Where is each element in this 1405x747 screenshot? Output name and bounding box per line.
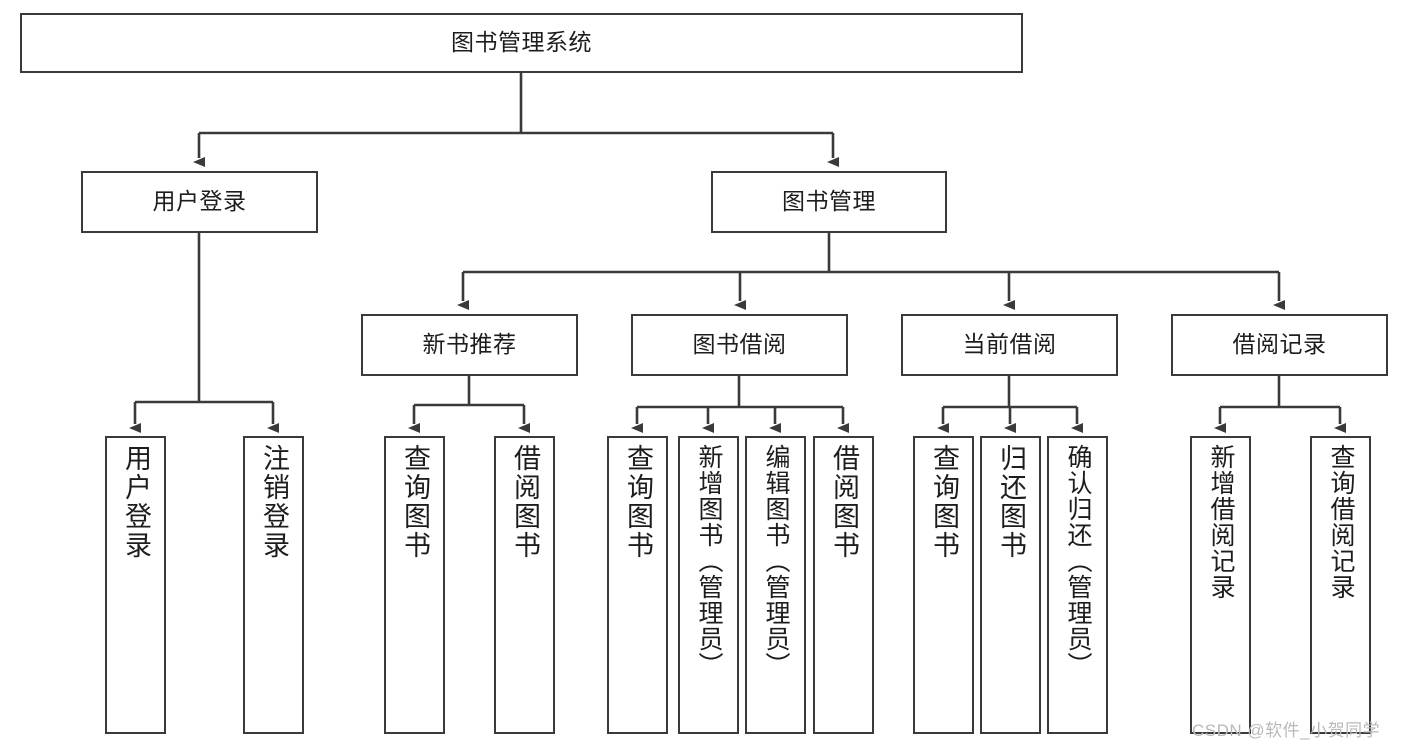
leaf-confirm-return-label: 确认归还（管理员） — [1064, 444, 1092, 678]
leaf-logout-login-label: 注销登录 — [259, 444, 289, 560]
leaf-logout-login[interactable]: 注销登录 — [243, 436, 304, 734]
leaf-query-book-3-label: 查询图书 — [929, 444, 959, 560]
leaf-borrow-book-2-label: 借阅图书 — [829, 444, 859, 560]
leaf-borrow-book-2[interactable]: 借阅图书 — [813, 436, 874, 734]
leaf-borrow-book-1-label: 借阅图书 — [510, 444, 540, 560]
leaf-add-record[interactable]: 新增借阅记录 — [1190, 436, 1251, 734]
leaf-return-book-label: 归还图书 — [996, 444, 1026, 560]
node-book-manage-label: 图书管理 — [782, 188, 876, 215]
leaf-add-record-label: 新增借阅记录 — [1207, 444, 1235, 600]
node-book-borrow-label: 图书借阅 — [692, 331, 787, 358]
node-root[interactable]: 图书管理系统 — [20, 13, 1023, 73]
leaf-query-book-1-label: 查询图书 — [400, 444, 430, 560]
node-user-login-label: 用户登录 — [152, 188, 247, 215]
node-user-login[interactable]: 用户登录 — [81, 171, 318, 233]
node-new-book-recommend[interactable]: 新书推荐 — [361, 314, 578, 376]
leaf-borrow-book-1[interactable]: 借阅图书 — [494, 436, 555, 734]
watermark-text: CSDN @软件_小贺同学 — [1192, 721, 1381, 740]
node-current-borrow[interactable]: 当前借阅 — [901, 314, 1118, 376]
leaf-query-book-1[interactable]: 查询图书 — [384, 436, 445, 734]
node-current-borrow-label: 当前借阅 — [962, 331, 1057, 358]
node-new-book-recommend-label: 新书推荐 — [422, 331, 517, 358]
leaf-confirm-return[interactable]: 确认归还（管理员） — [1047, 436, 1108, 734]
leaf-user-login[interactable]: 用户登录 — [105, 436, 166, 734]
node-book-manage[interactable]: 图书管理 — [711, 171, 947, 233]
node-borrow-record[interactable]: 借阅记录 — [1171, 314, 1388, 376]
leaf-edit-book[interactable]: 编辑图书（管理员） — [745, 436, 806, 734]
leaf-query-book-2-label: 查询图书 — [623, 444, 653, 560]
leaf-return-book[interactable]: 归还图书 — [980, 436, 1041, 734]
leaf-add-book-label: 新增图书（管理员） — [695, 444, 723, 678]
node-root-label: 图书管理系统 — [451, 29, 592, 56]
leaf-query-book-3[interactable]: 查询图书 — [913, 436, 974, 734]
node-book-borrow[interactable]: 图书借阅 — [631, 314, 848, 376]
leaf-query-record-label: 查询借阅记录 — [1327, 444, 1355, 600]
leaf-query-book-2[interactable]: 查询图书 — [607, 436, 668, 734]
leaf-query-record[interactable]: 查询借阅记录 — [1310, 436, 1371, 734]
node-borrow-record-label: 借阅记录 — [1232, 331, 1327, 358]
leaf-add-book[interactable]: 新增图书（管理员） — [678, 436, 739, 734]
leaf-edit-book-label: 编辑图书（管理员） — [762, 444, 790, 678]
leaf-user-login-label: 用户登录 — [121, 444, 151, 560]
